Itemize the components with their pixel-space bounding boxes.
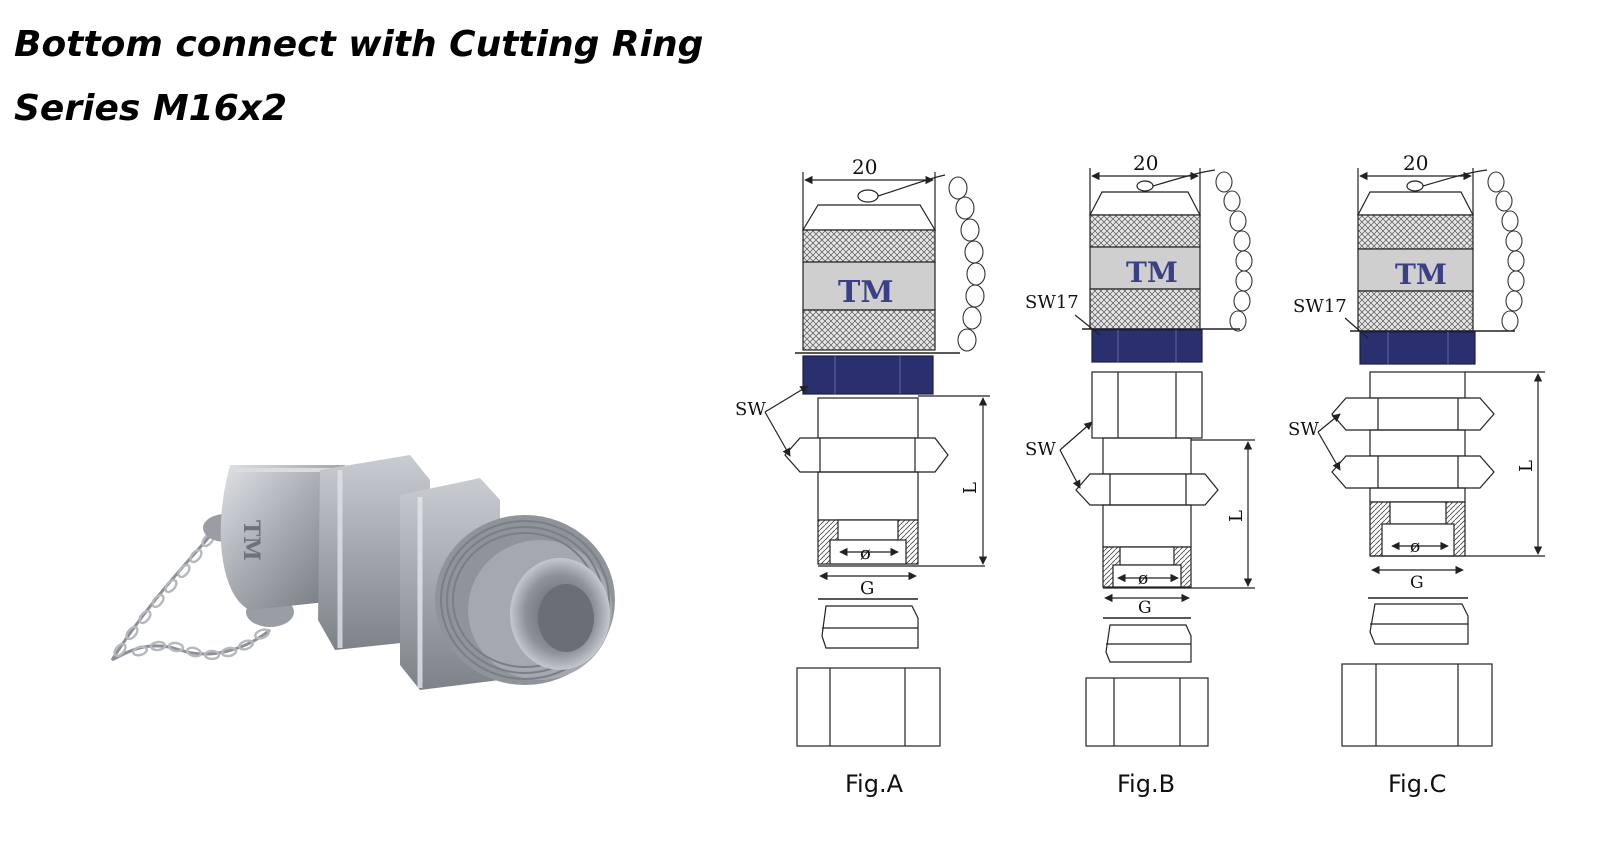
bore-label: ø <box>860 543 871 564</box>
figure-a <box>764 172 990 747</box>
thread-label: G <box>1410 573 1424 593</box>
figure-c-caption: Fig.C <box>1388 770 1447 798</box>
figure-c <box>1317 168 1545 747</box>
figure-c-labels: 20 TM SW17 SW L ø G <box>1288 151 1537 593</box>
sw-label: SW <box>735 399 766 420</box>
page-title: Bottom connect with Cutting Ring <box>14 24 704 65</box>
sw17-label: SW17 <box>1293 296 1347 317</box>
cap-logo: TM <box>1126 256 1178 289</box>
length-label: L <box>1226 510 1247 522</box>
length-label: L <box>1516 460 1537 472</box>
page-subtitle: Series M16x2 <box>14 88 288 129</box>
cap-logo: TM <box>838 275 894 310</box>
width-dimension: 20 <box>852 155 877 179</box>
figure-a-labels: 20 TM SW L ø G <box>735 155 981 599</box>
width-dimension: 20 <box>1133 151 1158 175</box>
length-label: L <box>960 482 981 494</box>
sw17-label: SW17 <box>1025 292 1079 313</box>
bore-label: ø <box>1410 537 1420 557</box>
width-dimension: 20 <box>1403 151 1428 175</box>
product-photo: TM <box>110 455 615 690</box>
figure-a-caption: Fig.A <box>845 770 904 798</box>
thread-label: G <box>1138 598 1152 618</box>
figure-b-labels: 20 TM SW17 SW L ø G <box>1025 151 1247 618</box>
chain <box>110 529 271 662</box>
figure-b-caption: Fig.B <box>1117 770 1176 798</box>
bore-label: ø <box>1138 569 1148 589</box>
thread-label: G <box>860 578 874 599</box>
sw-label: SW <box>1288 419 1319 440</box>
dust-cap <box>220 465 345 610</box>
figure-b <box>1059 168 1255 747</box>
cap-logo: TM <box>238 520 264 561</box>
cap-logo: TM <box>1395 258 1447 291</box>
sw-label: SW <box>1025 439 1056 460</box>
